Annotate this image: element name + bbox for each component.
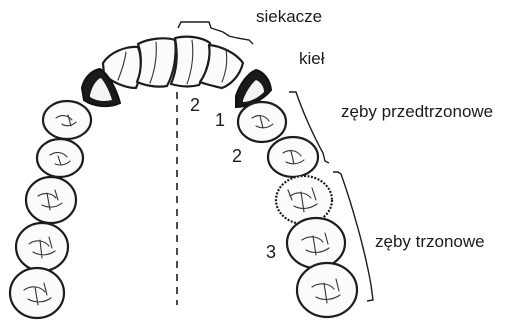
- label-molars: zęby trzonowe: [375, 232, 485, 251]
- number-canine: 1: [215, 110, 225, 130]
- tooth-right-molar-3: [297, 263, 357, 317]
- tooth-right-molar-2: [287, 218, 345, 268]
- tooth-left-molar-1: [26, 177, 76, 223]
- number-molars: 3: [266, 242, 276, 262]
- incisors-group: [103, 37, 243, 88]
- tooth-right-premolar-2: [268, 137, 318, 177]
- label-canine: kieł: [299, 49, 325, 68]
- number-incisors: 2: [190, 95, 200, 115]
- tooth-left-premolar-1: [43, 101, 91, 139]
- label-incisors: siekacze: [256, 7, 322, 26]
- tooth-right-molar-1: [276, 176, 332, 224]
- tooth-left-molar-3: [10, 268, 64, 318]
- tooth-left-molar-2: [16, 223, 68, 271]
- label-premolars: zęby przedtrzonowe: [341, 102, 493, 121]
- number-premolars: 2: [232, 146, 242, 166]
- right-back-teeth: [238, 102, 357, 317]
- tooth-left-premolar-2: [37, 139, 83, 177]
- left-back-teeth: [10, 101, 91, 318]
